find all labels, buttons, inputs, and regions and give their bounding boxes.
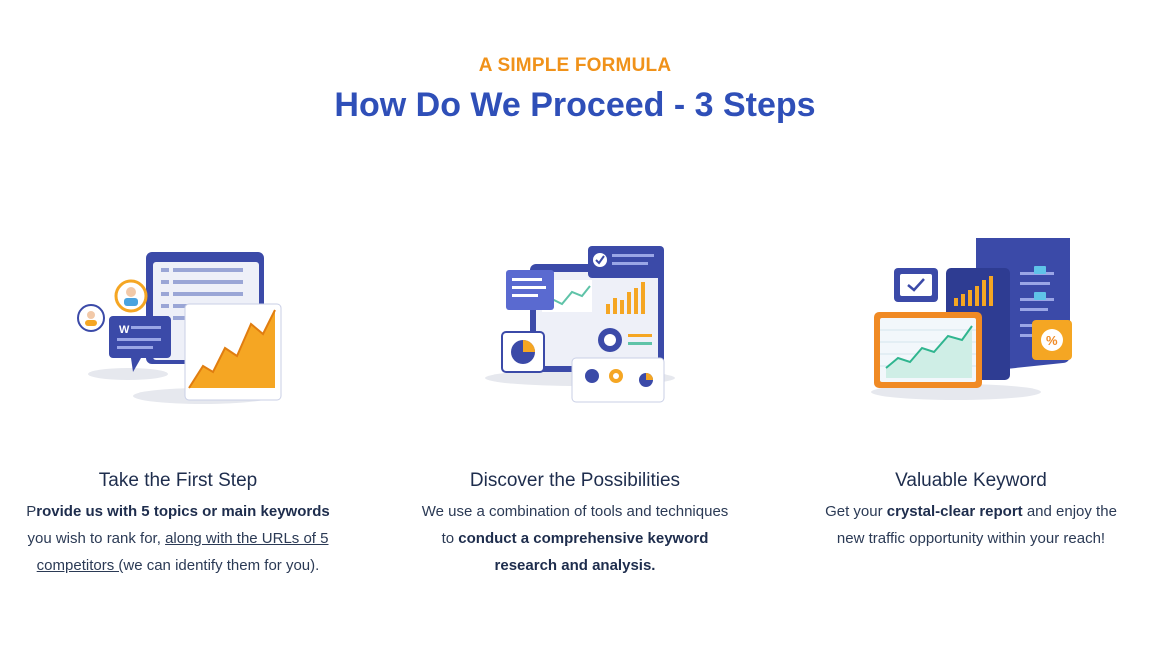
desc-part: we can identify them for you). <box>123 557 320 574</box>
step-description: Get your crystal-clear report and enjoy … <box>806 498 1136 552</box>
desc-part: you wish to rank for, <box>27 530 166 547</box>
step-title: Valuable Keyword <box>895 470 1047 491</box>
step-title: Take the First Step <box>98 470 258 491</box>
desc-part-bold: crystal-clear report <box>886 503 1023 520</box>
step-card-3: % Valuable Keyword Get your crystal-clea… <box>806 238 1136 552</box>
desc-part: Get your <box>825 503 887 520</box>
step-title: Discover the Possibilities <box>469 470 681 491</box>
desc-part: and enjoy the new traffic opportunity wi… <box>836 503 1117 547</box>
step-card-2: Discover the Possibilities We use a comb… <box>410 238 740 579</box>
keyword-writing-illustration: W <box>13 238 343 418</box>
desc-part: We use a combination of tools and techni… <box>421 503 729 547</box>
step-description: Provide us with 5 topics or main keyword… <box>13 498 343 579</box>
desc-part-underline: along with the URLs of 5 competitors ( <box>36 530 329 574</box>
desc-part: P <box>26 503 37 520</box>
step-description: We use a combination of tools and techni… <box>410 498 740 579</box>
desc-part-bold: rovide us with 5 topics or main keywords <box>36 503 330 520</box>
report-illustration: % <box>806 238 1136 418</box>
section-eyebrow: A SIMPLE FORMULA <box>478 55 672 76</box>
analytics-dashboard-illustration <box>410 238 740 418</box>
svg-text:%: % <box>1046 333 1058 348</box>
desc-part-bold: conduct a comprehensive keyword research… <box>458 530 709 574</box>
step-card-1: W Take the First Step Provide us with 5 … <box>13 238 343 579</box>
svg-text:W: W <box>119 324 130 336</box>
section-title: How Do We Proceed - 3 Steps <box>334 86 816 124</box>
